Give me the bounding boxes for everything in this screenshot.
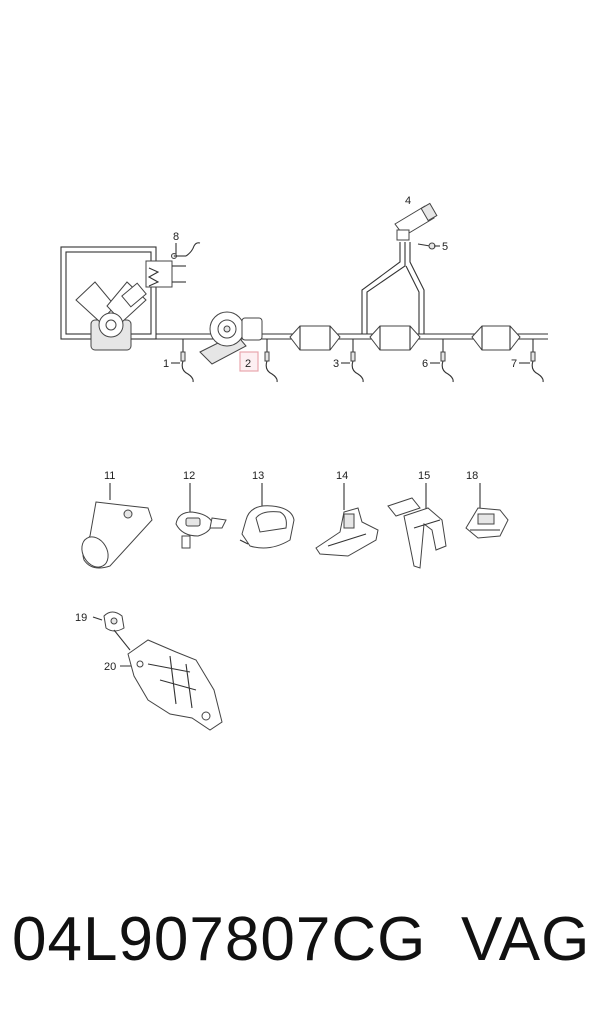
label-4: 4	[405, 195, 411, 207]
label-18: 18	[466, 470, 478, 482]
part-12-clip	[175, 483, 227, 549]
label-3: 3	[333, 358, 339, 370]
catalytic-converter-1	[289, 325, 341, 351]
brand: VAG	[461, 905, 591, 974]
part-13-bracket	[239, 483, 295, 549]
part-15-bent-bracket	[387, 483, 447, 569]
temp-sensor-2	[264, 339, 278, 383]
label-15: 15	[418, 470, 430, 482]
label-13: 13	[252, 470, 264, 482]
label-14: 14	[336, 470, 348, 482]
label-8: 8	[173, 231, 179, 243]
sensor-part-8	[171, 242, 201, 259]
part-20-mounting-plate	[120, 639, 223, 731]
label-12: 12	[183, 470, 195, 482]
catalytic-converter-3	[471, 325, 521, 351]
part-14-holder	[315, 483, 379, 557]
label-20: 20	[104, 661, 116, 673]
temp-sensor-3	[350, 339, 364, 383]
screw-part-5	[417, 242, 436, 250]
temp-sensor-7	[530, 339, 544, 383]
footer: 04L907807CG VAG	[0, 895, 600, 985]
label-6: 6	[422, 358, 428, 370]
part-number: 04L907807CG	[12, 905, 427, 974]
catalytic-converter-2	[369, 325, 421, 351]
temp-sensor-1	[180, 339, 194, 383]
label-1: 1	[163, 358, 169, 370]
pressure-sensor-part-4	[394, 202, 438, 241]
part-19-nut	[92, 611, 131, 651]
highlight-box-2	[239, 351, 259, 372]
temp-sensor-6	[440, 339, 454, 383]
engine-schematic	[60, 246, 186, 351]
turbocharger	[199, 311, 263, 365]
part-11-heat-shield	[81, 483, 153, 569]
label-11: 11	[104, 470, 115, 482]
label-19: 19	[75, 612, 87, 624]
label-7: 7	[511, 358, 517, 370]
engine-block	[75, 281, 147, 351]
label-2: 2	[245, 358, 251, 370]
label-5: 5	[442, 241, 448, 253]
part-18-clip	[465, 483, 509, 539]
egr-cooler	[145, 260, 186, 288]
